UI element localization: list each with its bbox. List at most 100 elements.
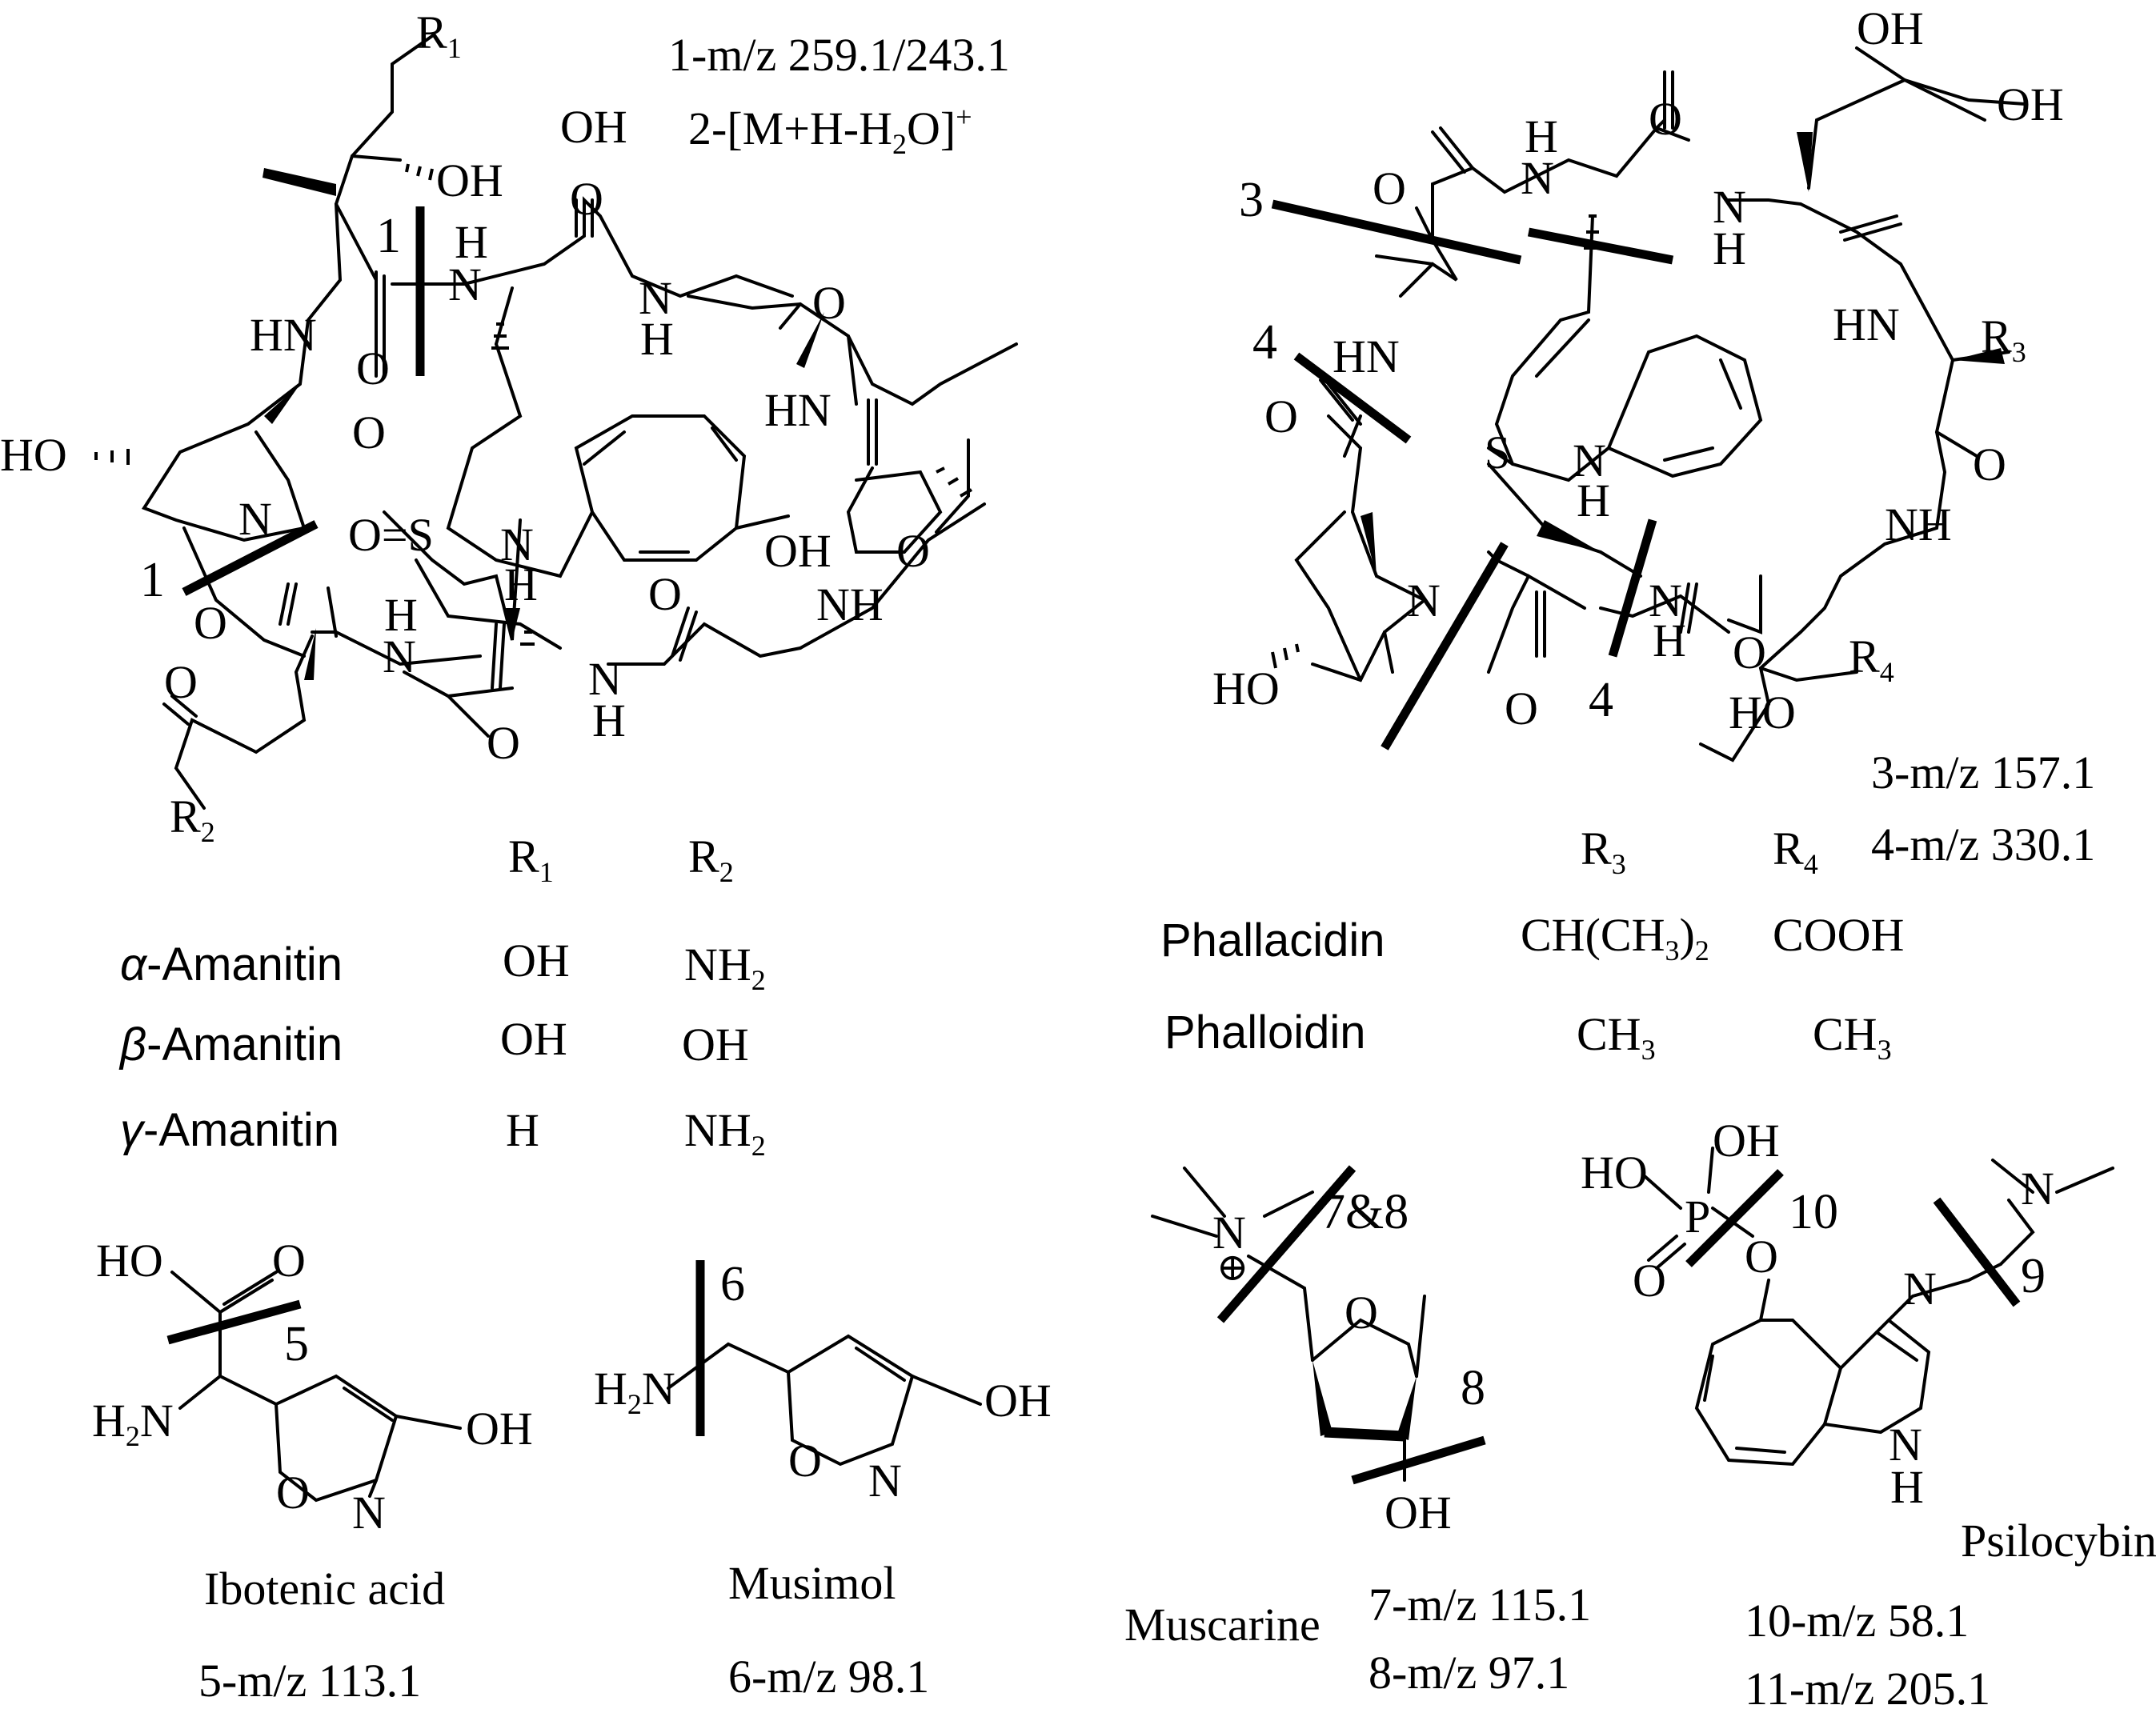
cut-8-label: 8 (1461, 1361, 1485, 1415)
fragment-3-label: 3-m/z 157.1 (1871, 746, 2095, 798)
h-ind-label: H (1577, 474, 1610, 526)
table-r2-header: R2 (688, 830, 734, 888)
hn-2-label: HN (1833, 298, 1900, 350)
psilocybin-structure: HO OH P O O 10 N 9 N N H Psilocybin 10-m… (1581, 1115, 2156, 1713)
cut-6-label: 6 (720, 1257, 745, 1311)
oh-free-label: OH (560, 101, 627, 153)
ibotenic-acid-structure: HO O 5 H2N OH O N Ibotenic acid 5-m/z 11… (92, 1235, 533, 1707)
n-ind-label: N (500, 518, 534, 570)
o-2-label: O (1373, 162, 1406, 214)
n-bot-label: N (588, 653, 622, 705)
o-ring-label: O (1344, 1287, 1378, 1339)
h2n-label: H2N (594, 1363, 675, 1420)
o-mid-label: O (352, 406, 386, 458)
table-r3-header: R3 (1581, 822, 1626, 880)
phallotoxin-table: R3 R4 Phallacidin CH(CH3)2 COOH Phalloid… (1160, 822, 1904, 1066)
fragment-6-label: 6-m/z 98.1 (728, 1651, 929, 1703)
oh-label: OH (466, 1403, 533, 1455)
n-mid-label: N (639, 272, 672, 324)
h-label: H (1890, 1461, 1924, 1513)
oh-label: OH (1385, 1487, 1452, 1539)
cut1-left-label: 1 (140, 553, 165, 607)
fragment-1-label: 1-m/z 259.1/243.1 (668, 29, 1010, 81)
oh-ind-label: OH (764, 525, 832, 577)
hn-right-label: HN (764, 384, 832, 436)
muscarine-structure: N ⊕ 7&8 O 8 OH Muscarine 7-m/z 115.1 8-m… (1124, 1165, 1591, 1699)
cut-10-label: 10 (1789, 1185, 1838, 1239)
n-nh2-label: N (1713, 181, 1746, 233)
o-ring-label: O (276, 1467, 310, 1519)
cut-78-label: 7&8 (1320, 1185, 1409, 1239)
plus-charge-icon: ⊕ (1216, 1247, 1248, 1289)
n-ind-label: N (1573, 434, 1606, 486)
gamma-amanitin-r2: NH2 (684, 1104, 766, 1162)
o-bot1-label: O (648, 568, 682, 620)
o-6-label: O (1505, 682, 1538, 734)
cut-4b-label: 4 (1589, 673, 1613, 727)
fragment-2-label: 2-[M+H-H2O]+ (688, 101, 972, 160)
oh-side-label: OH (436, 154, 503, 206)
alpha-amanitin-r1: OH (503, 935, 570, 987)
table-r1-header: R1 (508, 830, 554, 888)
fragment-11-label: 11-m/z 205.1 (1745, 1663, 1990, 1713)
ho-label: HO (1581, 1147, 1648, 1199)
r1-label: R1 (416, 6, 462, 64)
phalloidin-r4: CH3 (1813, 1008, 1892, 1066)
h-low-label: H (1653, 614, 1686, 666)
o-right-label: O (812, 277, 846, 329)
cut-3-label: 3 (1239, 173, 1264, 227)
oh-top-label: OH (1857, 2, 1924, 54)
h-label: H (455, 216, 488, 268)
alpha-amanitin-r2: NH2 (684, 939, 766, 996)
o-asp-label: O (164, 656, 198, 708)
ho-left-label: HO (0, 429, 67, 481)
r2-label: R2 (170, 790, 215, 848)
n-label: N (1212, 1207, 1246, 1259)
phalloidin-name: Phalloidin (1164, 1007, 1366, 1059)
beta-amanitin-name: β-Amanitin (118, 1019, 343, 1071)
fragment-4-label: 4-m/z 330.1 (1871, 818, 2095, 871)
cut-4a-label: 4 (1252, 315, 1277, 370)
phallacidin-name: Phallacidin (1160, 915, 1385, 967)
n-low-label: N (383, 630, 416, 682)
n-ind-label: N (1903, 1263, 1937, 1315)
o-label: O (272, 1235, 306, 1287)
o-1-label: O (1649, 93, 1682, 145)
phallotoxin-structure: OH OH H N O O N H 3 4 HN HN R3 O O S N H… (1212, 2, 2095, 871)
cut1-top-label: 1 (376, 209, 401, 263)
ho-1-label: HO (1212, 662, 1280, 714)
ho-2-label: HO (1729, 686, 1796, 738)
gamma-amanitin-r1: H (506, 1104, 539, 1156)
h-bot-label: H (592, 694, 626, 746)
phallacidin-r4: COOH (1773, 909, 1904, 961)
psilocybin-name: Psilocybin (1961, 1515, 2156, 1567)
n-low-label: N (1649, 574, 1682, 626)
o-3-label: O (1264, 390, 1298, 442)
nh-label: N (1889, 1419, 1922, 1471)
h-nh1-label: H (1525, 110, 1558, 162)
o-top-label: O (570, 173, 603, 225)
muscarine-name: Muscarine (1124, 1599, 1320, 1651)
n-ring-label: N (352, 1487, 386, 1539)
o-dbl-label: O (1633, 1255, 1666, 1307)
cut-5-label: 5 (284, 1317, 309, 1371)
ibotenic-acid-name: Ibotenic acid (204, 1563, 445, 1615)
fragment-7-label: 7-m/z 115.1 (1369, 1579, 1591, 1631)
h-mid-label: H (640, 313, 674, 365)
oh-right-label: OH (1997, 78, 2064, 130)
oh-label: OH (984, 1375, 1052, 1427)
ho-label: HO (96, 1235, 163, 1287)
o-4-label: O (1973, 438, 2006, 490)
fragment-8-label: 8-m/z 97.1 (1369, 1647, 1569, 1699)
n-pro-label: N (238, 493, 272, 545)
table-r4-header: R4 (1773, 822, 1818, 880)
h-low-label: H (384, 589, 418, 641)
n-pro-label: N (1407, 574, 1441, 626)
alpha-amanitin-name: α-Amanitin (120, 939, 343, 991)
r3-label: R3 (1981, 310, 2026, 368)
fragment-5-label: 5-m/z 113.1 (198, 1655, 421, 1707)
r4-label: R4 (1849, 630, 1894, 688)
amanitin-table: R1 R2 α-Amanitin OH NH2 β-Amanitin OH OH… (118, 830, 766, 1162)
o-ring-label: O (788, 1435, 822, 1487)
